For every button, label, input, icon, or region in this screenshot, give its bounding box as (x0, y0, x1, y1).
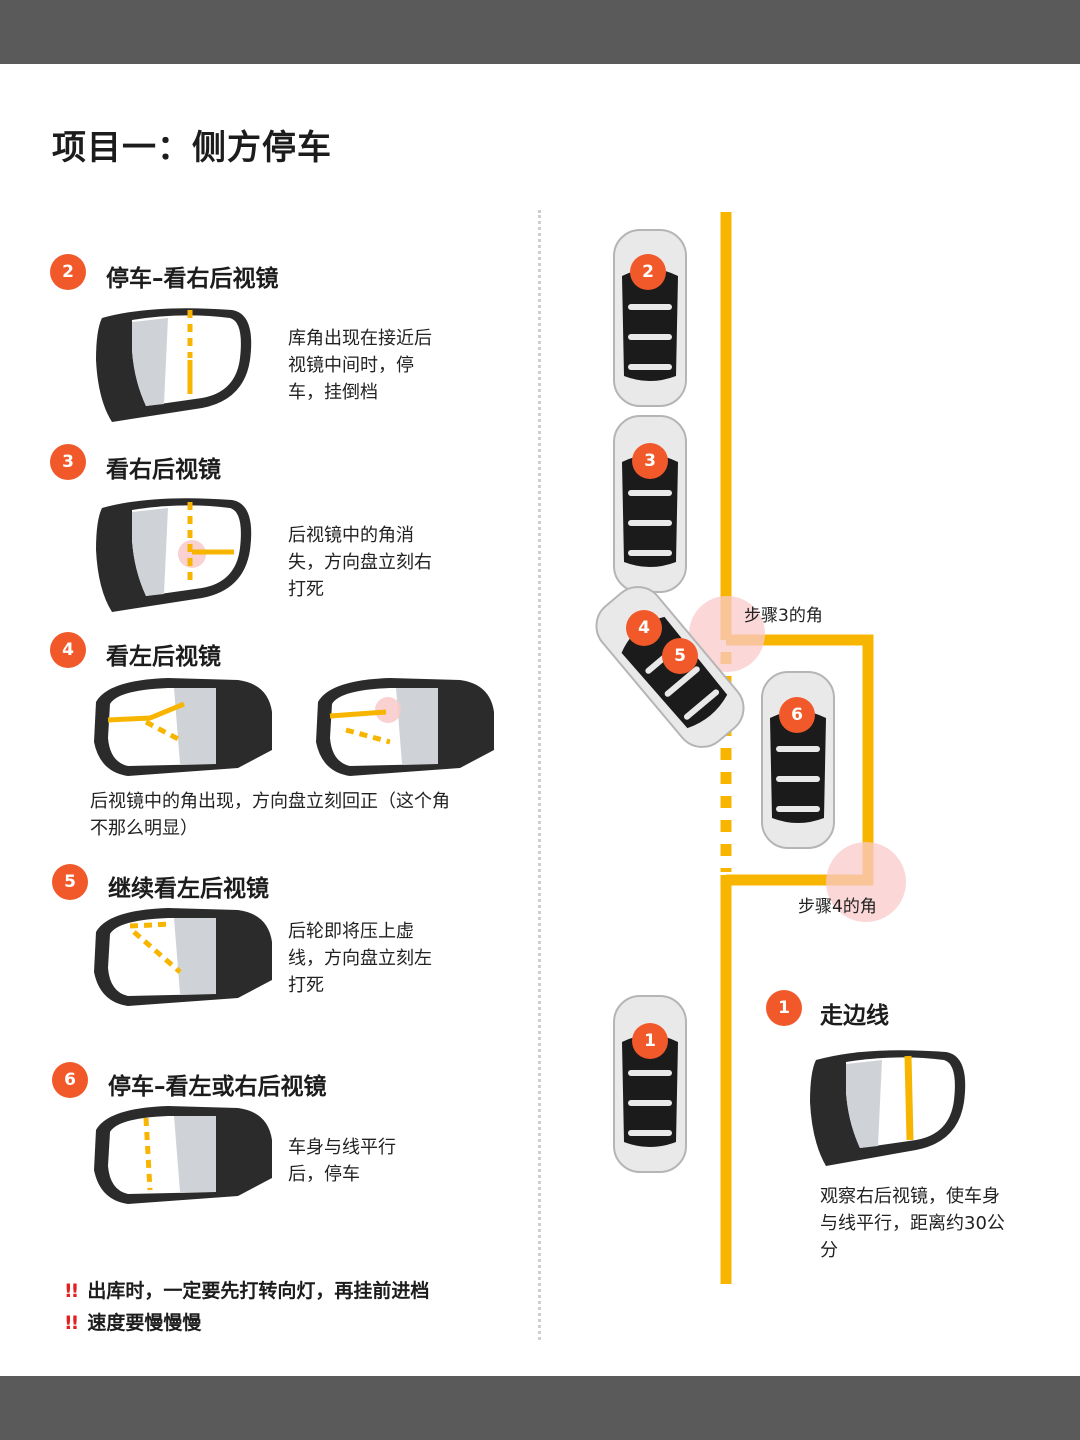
car-icon (613, 229, 687, 407)
step-6-badge: 6 (52, 1062, 88, 1098)
step-3-badge: 3 (50, 444, 86, 480)
car-badge-5: 5 (662, 638, 698, 674)
step-2-desc: 库角出现在接近后 视镜中间时，停 车，挂倒档 (288, 325, 432, 406)
car-badge-2: 2 (630, 254, 666, 290)
right-mirror-icon (810, 1050, 966, 1166)
desc-line: 失，方向盘立刻右 (288, 552, 432, 573)
desc-line: 不那么明显） (90, 818, 198, 839)
step-1-badge: 1 (766, 990, 802, 1026)
desc-line: 后视镜中的角出现，方向盘立刻回正（这个角 (90, 791, 450, 812)
desc-line: 库角出现在接近后 (288, 328, 432, 349)
page-title: 项目一：侧方停车 (52, 128, 332, 168)
step-1-title: 走边线 (820, 1003, 889, 1029)
step-2-badge: 2 (50, 254, 86, 290)
left-mirror-icon (94, 1106, 272, 1204)
desc-line: 后视镜中的角消 (288, 525, 414, 546)
desc-line: 后，停车 (288, 1164, 360, 1185)
step-5-badge: 5 (52, 864, 88, 900)
car-icon (613, 995, 687, 1173)
desc-line: 打死 (288, 579, 324, 600)
step-4-title: 看左后视镜 (106, 644, 221, 670)
warning-1: !! 出库时，一定要先打转向灯，再挂前进档 (64, 1276, 429, 1303)
left-mirror-icon (94, 908, 272, 1006)
warning-text: 速度要慢慢慢 (87, 1312, 202, 1334)
desc-line: 车身与线平行 (288, 1137, 396, 1158)
right-mirror-icon (96, 498, 252, 612)
step-5-desc: 后轮即将压上虚 线，方向盘立刻左 打死 (288, 918, 432, 999)
step-4-desc: 后视镜中的角出现，方向盘立刻回正（这个角 不那么明显） (90, 788, 450, 842)
car-icon (761, 671, 835, 849)
left-mirror-icon (316, 678, 494, 776)
desc-line: 视镜中间时，停 (288, 355, 414, 376)
desc-line: 观察右后视镜，使车身 (820, 1186, 1000, 1207)
desc-line: 后轮即将压上虚 (288, 921, 414, 942)
car-badge-3: 3 (632, 443, 668, 479)
warning-text: 出库时，一定要先打转向灯，再挂前进档 (87, 1280, 430, 1302)
corner-label-step4: 步骤4的角 (798, 897, 877, 917)
desc-line: 分 (820, 1240, 838, 1261)
bottom-bar (0, 1376, 1080, 1440)
corner-highlight-step4 (826, 842, 906, 922)
warning-2: !! 速度要慢慢慢 (64, 1308, 201, 1335)
car-badge-4: 4 (626, 610, 662, 646)
step-2-title: 停车–看右后视镜 (106, 266, 279, 292)
desc-line: 与线平行，距离约30公 (820, 1213, 1005, 1234)
step-6-title: 停车–看左或右后视镜 (108, 1074, 327, 1100)
warning-icon: !! (64, 1312, 79, 1334)
parking-space-outline (726, 634, 874, 886)
desc-line: 车，挂倒档 (288, 382, 378, 403)
car-badge-1: 1 (632, 1023, 668, 1059)
car-badge-6: 6 (779, 697, 815, 733)
desc-line: 线，方向盘立刻左 (288, 948, 432, 969)
step-6-desc: 车身与线平行 后，停车 (288, 1134, 396, 1188)
warning-icon: !! (64, 1280, 79, 1302)
top-bar (0, 0, 1080, 64)
corner-highlight-step3 (689, 596, 765, 672)
corner-label-step3: 步骤3的角 (744, 606, 823, 626)
desc-line: 打死 (288, 975, 324, 996)
right-mirror-icon (96, 308, 252, 422)
column-divider (538, 210, 541, 1340)
step-3-desc: 后视镜中的角消 失，方向盘立刻右 打死 (288, 522, 432, 603)
step-5-title: 继续看左后视镜 (108, 876, 269, 902)
step-3-title: 看右后视镜 (106, 457, 221, 483)
left-mirror-icon (94, 678, 272, 776)
step-1-desc: 观察右后视镜，使车身 与线平行，距离约30公 分 (820, 1183, 1005, 1264)
step-4-badge: 4 (50, 632, 86, 668)
car-icon (613, 415, 687, 593)
